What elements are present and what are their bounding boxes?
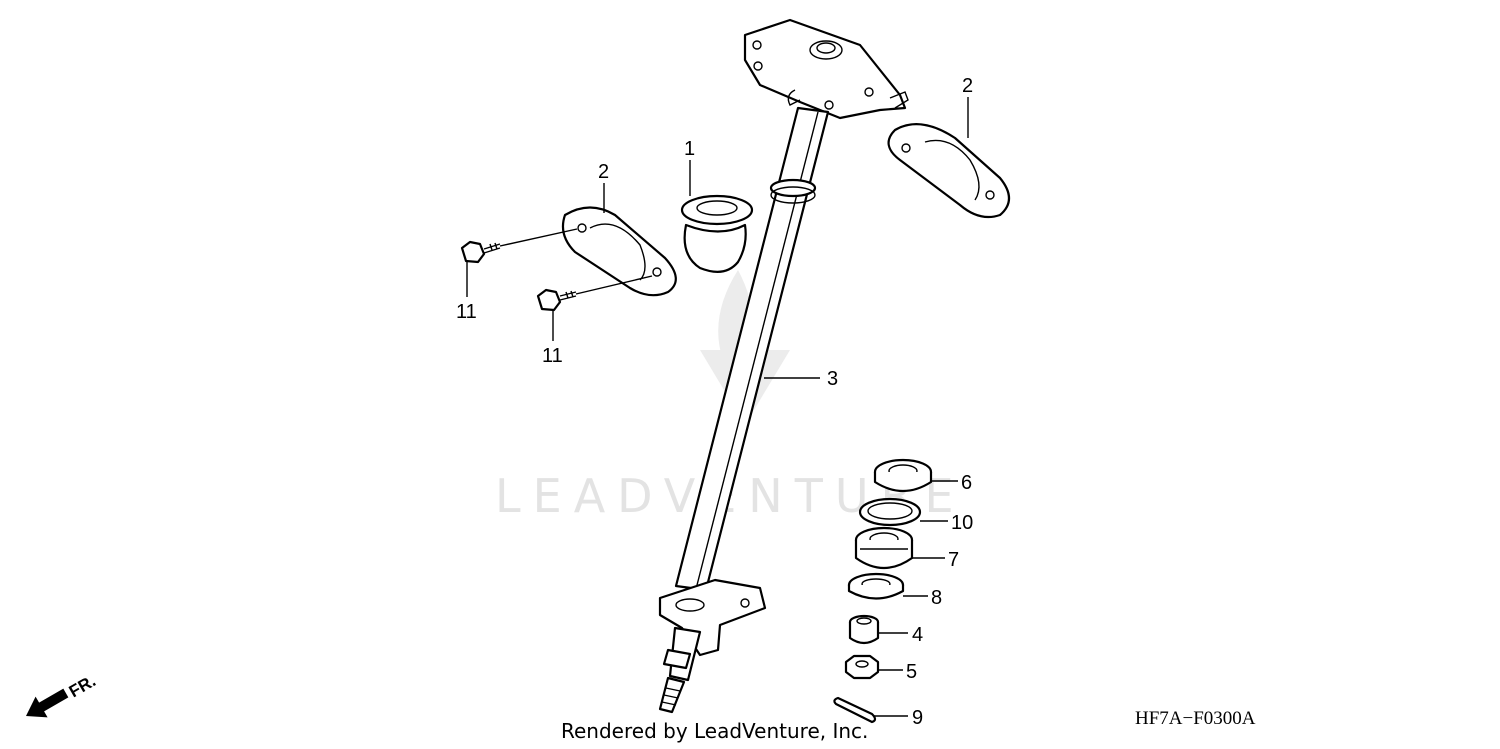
callout-11-upper: 11 <box>456 301 477 323</box>
callout-8: 8 <box>931 587 942 609</box>
callout-2-right: 2 <box>962 75 973 97</box>
handlebar-holder-right <box>887 123 1011 219</box>
front-direction-arrow: FR. <box>26 671 99 718</box>
callout-6: 6 <box>961 472 972 494</box>
callout-labels: 1 2 2 3 11 11 6 10 7 8 4 5 9 <box>456 75 973 729</box>
callout-9: 9 <box>912 707 923 729</box>
callout-11-lower: 11 <box>542 345 563 367</box>
callout-3: 3 <box>827 368 838 390</box>
cotter-pin <box>833 696 877 724</box>
flange-bolt-upper <box>460 228 578 264</box>
radial-ball-bearing <box>854 526 914 569</box>
collar <box>848 614 880 645</box>
diagram-code: HF7A−F0300A <box>1135 708 1256 729</box>
steering-shaft <box>658 18 909 714</box>
steering-bushing <box>680 194 754 273</box>
callout-5: 5 <box>906 661 917 683</box>
callout-4: 4 <box>912 624 923 646</box>
callout-2-left: 2 <box>598 161 609 183</box>
flange-bolt-lower <box>536 275 653 312</box>
castle-nut <box>844 654 880 680</box>
callout-7: 7 <box>948 549 959 571</box>
front-direction-label: FR. <box>66 671 99 701</box>
rendered-by-credit: Rendered by LeadVenture, Inc. <box>561 719 868 743</box>
handlebar-holder-left <box>561 206 677 297</box>
snap-ring <box>858 497 922 527</box>
dust-seal <box>873 458 933 493</box>
leader-lines <box>466 97 969 717</box>
callout-1: 1 <box>684 138 695 160</box>
oil-seal <box>847 572 905 600</box>
callout-10: 10 <box>951 512 973 534</box>
